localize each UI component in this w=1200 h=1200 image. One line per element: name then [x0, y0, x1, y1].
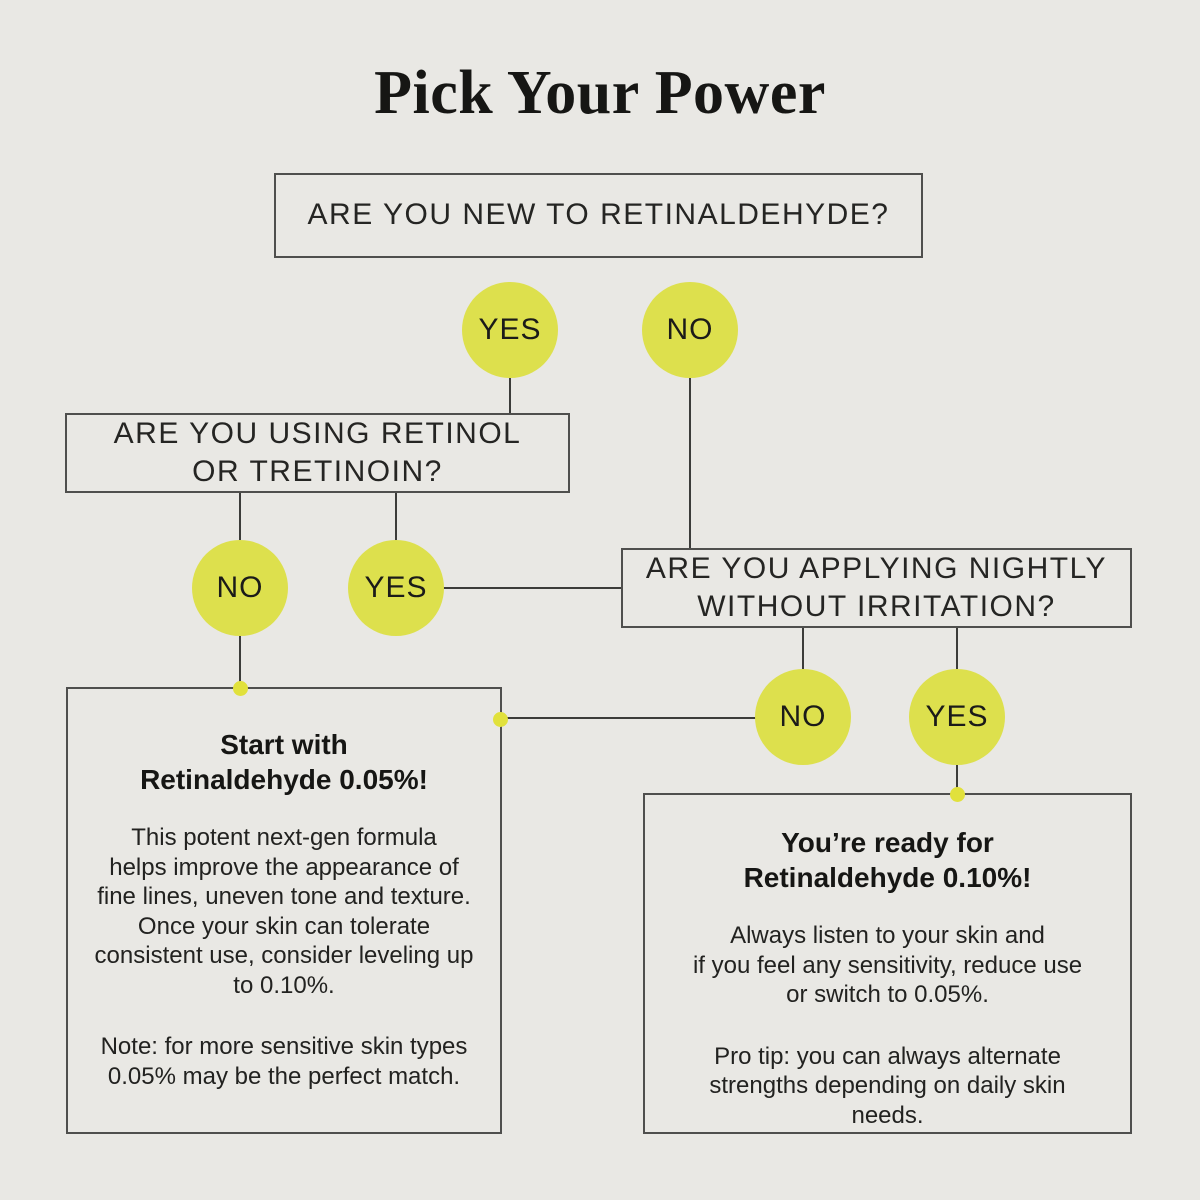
- answer-circle-q1-yes: YES: [462, 282, 558, 378]
- result-body-010: Always listen to your skin and if you fe…: [692, 922, 1083, 1009]
- question-box-retinol-or-tretinoin: ARE YOU USING RETINOL OR TRETINOIN?: [65, 413, 570, 493]
- connector-q3-to-no: [802, 628, 804, 669]
- question-text-q3: ARE YOU APPLYING NIGHTLY WITHOUT IRRITAT…: [645, 551, 1108, 623]
- connector-q2yes-to-q3: [443, 587, 621, 589]
- junction-dot-right-result-top: [950, 787, 965, 802]
- result-body-005: This potent next-gen formula helps impro…: [94, 824, 474, 999]
- answer-circle-q3-yes: YES: [909, 669, 1005, 765]
- answer-circle-q1-no: NO: [642, 282, 738, 378]
- answer-circle-q3-no: NO: [755, 669, 851, 765]
- connector-q2-to-yes: [395, 493, 397, 540]
- result-box-retinaldehyde-010: You’re ready for Retinaldehyde 0.10%! Al…: [643, 793, 1132, 1134]
- question-box-new-to-retinaldehyde: ARE YOU NEW TO RETINALDEHYDE?: [274, 173, 923, 258]
- page-title: Pick Your Power: [374, 59, 826, 127]
- connector-q2-to-no: [239, 493, 241, 540]
- result-box-retinaldehyde-005: Start with Retinaldehyde 0.05%! This pot…: [66, 687, 502, 1134]
- connector-q3-to-yes: [956, 628, 958, 669]
- result-title-005: Start with Retinaldehyde 0.05%!: [140, 729, 428, 795]
- connector-q1yes-to-q2: [509, 378, 511, 413]
- result-note-010: Pro tip: you can always alternate streng…: [709, 1042, 1066, 1129]
- result-note-005: Note: for more sensitive skin types 0.05…: [100, 1033, 468, 1090]
- connector-q3no-to-left-result: [500, 717, 756, 719]
- answer-circle-q2-no: NO: [192, 540, 288, 636]
- junction-dot-left-result-right: [493, 712, 508, 727]
- connector-q1no-to-q3: [689, 378, 691, 548]
- question-text-q1: ARE YOU NEW TO RETINALDEHYDE?: [307, 198, 890, 232]
- junction-dot-left-result-top: [233, 681, 248, 696]
- connector-q3yes-to-right-result: [956, 765, 958, 794]
- answer-circle-q2-yes: YES: [348, 540, 444, 636]
- question-box-applying-nightly: ARE YOU APPLYING NIGHTLY WITHOUT IRRITAT…: [621, 548, 1132, 628]
- connector-q2no-to-left-result: [239, 636, 241, 688]
- result-title-010: You’re ready for Retinaldehyde 0.10%!: [743, 827, 1032, 893]
- question-text-q2: ARE YOU USING RETINOL OR TRETINOIN?: [113, 416, 522, 488]
